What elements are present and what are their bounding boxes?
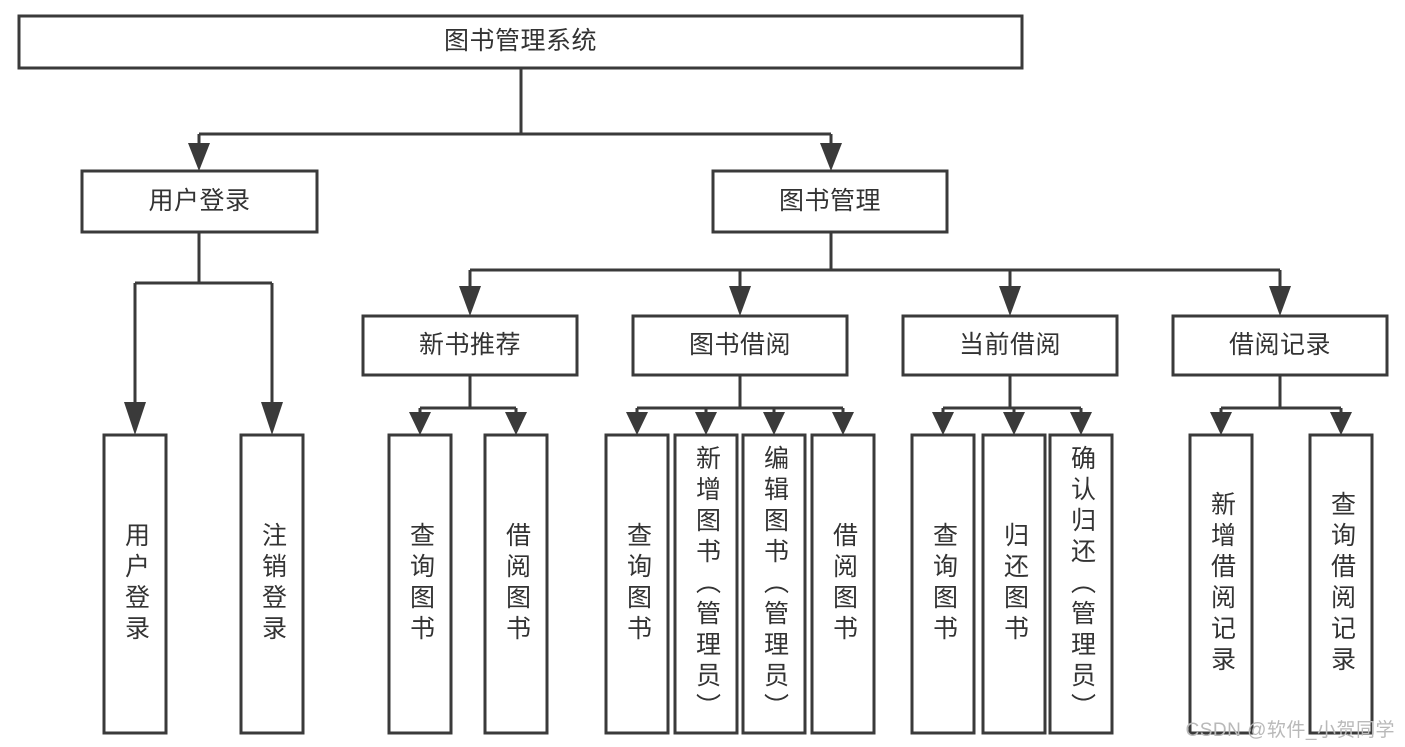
- arrow-head-user-login: [188, 143, 210, 171]
- node-box-leaf-query-book-3[interactable]: [910, 433, 976, 735]
- arrow-head-leaf-edit-book: [763, 412, 785, 435]
- node-box-leaf-query-book-2[interactable]: [604, 433, 670, 735]
- node-box-user-login[interactable]: [80, 169, 319, 234]
- arrow-head-leaf-query-book-1: [409, 412, 431, 435]
- arrow-head-leaf-borrow-book-1: [505, 412, 527, 435]
- node-box-leaf-borrow-book-1[interactable]: [483, 433, 549, 735]
- arrow-head-leaf-add-book: [695, 412, 717, 435]
- node-box-leaf-query-record[interactable]: [1308, 433, 1374, 735]
- arrow-head-book-manage: [820, 143, 842, 171]
- arrow-head-leaf-query-book-3: [932, 412, 954, 435]
- arrow-head-borrow-record: [1269, 286, 1291, 316]
- node-box-leaf-add-book[interactable]: [673, 433, 739, 735]
- node-box-leaf-return-book[interactable]: [981, 433, 1047, 735]
- arrow-head-leaf-add-record: [1210, 412, 1232, 435]
- arrow-head-leaf-borrow-book-2: [832, 412, 854, 435]
- node-box-leaf-user-login[interactable]: [102, 433, 168, 735]
- watermark-text: CSDN @软件_小贺同学: [1185, 720, 1395, 741]
- node-box-current-borrow[interactable]: [901, 314, 1119, 377]
- node-box-leaf-add-record[interactable]: [1188, 433, 1254, 735]
- node-box-borrow-record[interactable]: [1171, 314, 1389, 377]
- node-box-leaf-borrow-book-2[interactable]: [810, 433, 876, 735]
- arrow-head-leaf-user-login: [124, 402, 146, 435]
- arrow-head-leaf-return-book: [1003, 412, 1025, 435]
- arrow-head-new-book-recommend: [459, 286, 481, 316]
- node-box-leaf-query-book-1[interactable]: [387, 433, 453, 735]
- node-box-leaf-logout-login[interactable]: [239, 433, 305, 735]
- arrow-head-leaf-logout-login: [261, 402, 283, 435]
- arrow-head-leaf-query-book-2: [626, 412, 648, 435]
- node-box-book-borrow[interactable]: [631, 314, 849, 377]
- node-box-leaf-confirm-return[interactable]: [1048, 433, 1114, 735]
- arrow-head-current-borrow: [999, 286, 1021, 316]
- node-box-leaf-edit-book[interactable]: [741, 433, 807, 735]
- node-box-root[interactable]: [17, 14, 1024, 70]
- node-box-book-manage[interactable]: [711, 169, 949, 234]
- arrow-head-leaf-confirm-return: [1070, 412, 1092, 435]
- node-box-new-book-recommend[interactable]: [361, 314, 579, 377]
- arrow-head-leaf-query-record: [1330, 412, 1352, 435]
- arrow-head-book-borrow: [729, 286, 751, 316]
